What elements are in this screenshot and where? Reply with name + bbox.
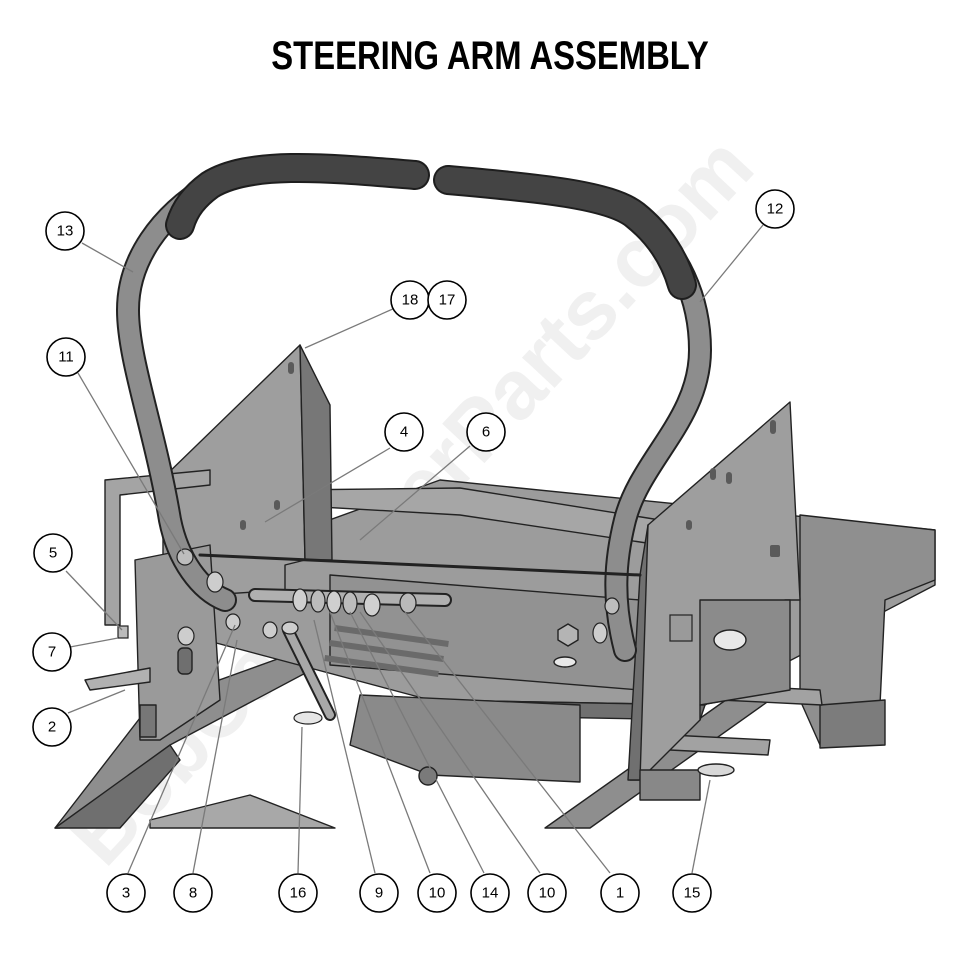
svg-text:14: 14 xyxy=(482,885,499,902)
callout-14: 14 xyxy=(470,873,510,913)
callout-2: 2 xyxy=(32,707,72,747)
callout-7: 7 xyxy=(32,632,72,672)
svg-text:10: 10 xyxy=(539,885,556,902)
chassis-frame xyxy=(54,344,936,829)
callout-12: 12 xyxy=(755,189,795,229)
svg-text:7: 7 xyxy=(48,644,56,661)
callout-3: 3 xyxy=(106,873,146,913)
svg-text:8: 8 xyxy=(189,885,197,902)
callout-9: 9 xyxy=(359,873,399,913)
svg-text:1: 1 xyxy=(616,885,624,902)
page-title: STEERING ARM ASSEMBLY xyxy=(271,34,709,78)
svg-text:11: 11 xyxy=(58,349,74,366)
callout-15: 15 xyxy=(672,873,712,913)
svg-text:16: 16 xyxy=(290,885,307,902)
callout-5: 5 xyxy=(33,533,73,573)
callout-4: 4 xyxy=(384,412,424,452)
svg-text:17: 17 xyxy=(439,292,456,309)
svg-text:5: 5 xyxy=(49,545,57,562)
callout-10a: 10 xyxy=(417,873,457,913)
svg-text:15: 15 xyxy=(684,885,701,902)
callout-16: 16 xyxy=(278,873,318,913)
svg-text:4: 4 xyxy=(400,424,408,441)
svg-text:3: 3 xyxy=(122,885,130,902)
callout-11: 11 xyxy=(46,337,86,377)
svg-text:10: 10 xyxy=(429,885,446,902)
svg-text:9: 9 xyxy=(375,885,383,902)
callout-13: 13 xyxy=(45,211,85,251)
svg-text:12: 12 xyxy=(767,201,784,218)
callout-10b: 10 xyxy=(527,873,567,913)
svg-text:2: 2 xyxy=(48,719,56,736)
svg-text:13: 13 xyxy=(57,223,74,240)
callout-17: 17 xyxy=(427,280,467,320)
hardware xyxy=(117,548,693,725)
callout-18: 18 xyxy=(390,280,430,320)
callout-8: 8 xyxy=(173,873,213,913)
callout-1: 1 xyxy=(600,873,640,913)
callout-6: 6 xyxy=(466,412,506,452)
leader-lines xyxy=(65,224,764,874)
svg-text:6: 6 xyxy=(482,424,490,441)
svg-text:18: 18 xyxy=(402,292,419,309)
